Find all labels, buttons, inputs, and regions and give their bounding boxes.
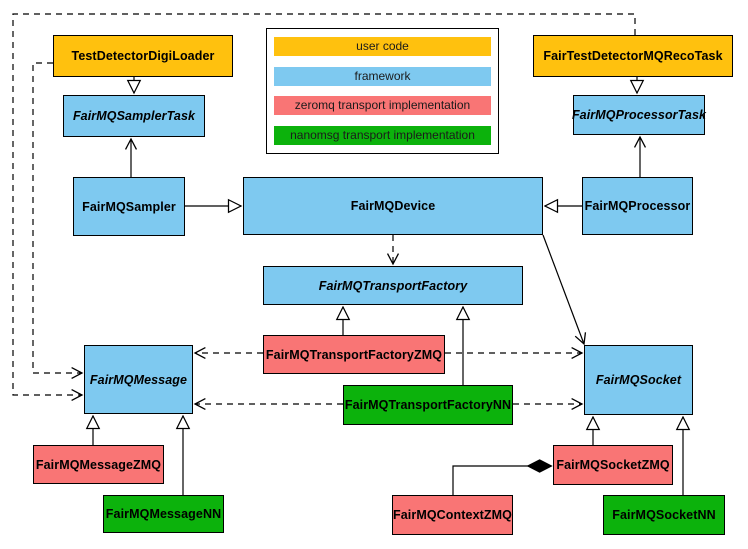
edge-composition-contextzmq-socketzmq [452, 466, 551, 495]
legend-item-nanomsg: nanomsg transport implementation [274, 125, 491, 145]
legend: user code framework zeromq transport imp… [266, 28, 499, 154]
node-fairmqsocketnn: FairMQSocketNN [603, 495, 725, 535]
node-fairmqtransportfactorynn: FairMQTransportFactoryNN [343, 385, 513, 425]
legend-item-zeromq: zeromq transport implementation [274, 96, 491, 116]
node-fairmqcontextzmq: FairMQContextZMQ [392, 495, 513, 535]
node-fairtestdetectormqrecotask: FairTestDetectorMQRecoTask [533, 35, 733, 77]
node-fairmqtransportfactoryzmq: FairMQTransportFactoryZMQ [263, 335, 445, 374]
node-fairmqsocket: FairMQSocket [584, 345, 693, 415]
legend-item-user-code: user code [274, 37, 491, 56]
node-fairmqmessage: FairMQMessage [84, 345, 193, 414]
node-fairmqmessagenn: FairMQMessageNN [103, 495, 224, 533]
node-testdetectordigiloader: TestDetectorDigiLoader [53, 35, 233, 77]
node-fairmqmessagezmq: FairMQMessageZMQ [33, 445, 164, 484]
node-fairmqprocessortask: FairMQProcessorTask [572, 95, 706, 135]
node-fairmqtransportfactory: FairMQTransportFactory [263, 266, 523, 305]
edge-association-device-socket [542, 234, 584, 344]
node-fairmqprocessor: FairMQProcessor [582, 177, 693, 235]
node-fairmqsamplertask: FairMQSamplerTask [63, 95, 205, 137]
legend-item-framework: framework [274, 66, 491, 86]
node-fairmqdevice: FairMQDevice [243, 177, 543, 235]
node-fairmqsampler: FairMQSampler [73, 177, 185, 236]
node-fairmqsocketzmq: FairMQSocketZMQ [553, 445, 673, 485]
